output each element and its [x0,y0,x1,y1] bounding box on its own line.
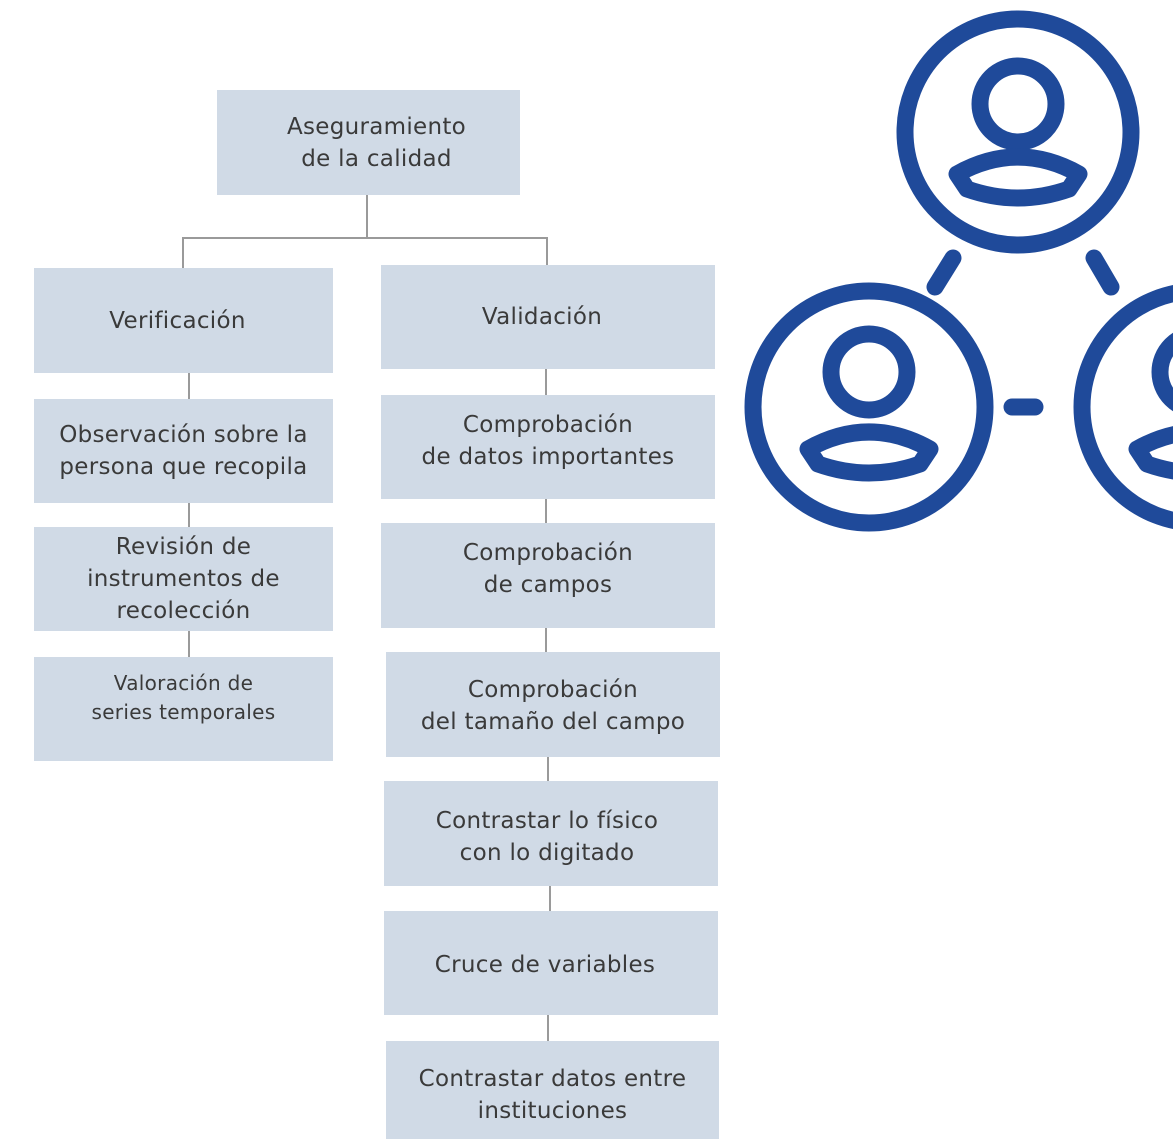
step-label: Comprobación del tamaño del campo [420,677,686,735]
step-label: Valoración de series temporales [91,671,276,724]
step-box: Comprobación de datos importantes [381,395,715,499]
connector-left-2 [188,503,190,527]
step-box: Valoración de series temporales [34,657,333,761]
connector-right-1 [545,369,547,395]
step-box: Contrastar lo físico con lo digitado [384,781,718,886]
connector-left-3 [188,631,190,657]
root-label: Aseguramiento de la calidad [286,113,467,172]
left-user-icon [744,282,994,532]
connector-root-down [366,195,368,239]
connector-right-drop [546,237,548,265]
step-box: Comprobación del tamaño del campo [386,652,720,757]
step-label: Comprobación de campos [462,540,634,598]
root-box: Aseguramiento de la calidad [217,90,520,195]
link-top-right [1085,249,1120,296]
step-label: Observación sobre la persona que recopil… [59,422,308,480]
step-box: Comprobación de campos [381,523,715,628]
step-label: Revisión de instrumentos de recolección [87,534,280,624]
link-top-left [926,249,962,296]
branch-box-validacion: Validación [381,265,715,369]
connector-right-2 [545,499,547,523]
branch-box-verificacion: Verificación [34,268,333,373]
step-label: Cruce de variables [434,952,656,978]
right-user-icon [1073,285,1173,529]
branch-title: Verificación [109,307,246,334]
top-user-icon [896,10,1140,254]
connector-right-4 [547,757,549,781]
step-box: Observación sobre la persona que recopil… [34,399,333,503]
step-label: Contrastar lo físico con lo digitado [435,808,659,866]
connector-right-3 [545,628,547,652]
step-box: Contrastar datos entre instituciones [386,1041,719,1139]
connector-left-drop [182,237,184,268]
connector-right-6 [547,1015,549,1041]
branch-title: Validación [481,304,603,330]
step-label: Comprobación de datos importantes [421,412,675,470]
connector-right-5 [549,886,551,911]
step-box: Revisión de instrumentos de recolección [34,527,333,631]
step-label: Contrastar datos entre instituciones [418,1066,687,1124]
connector-branch-bar [182,237,548,239]
connector-left-1 [188,373,190,399]
step-box: Cruce de variables [384,911,718,1015]
